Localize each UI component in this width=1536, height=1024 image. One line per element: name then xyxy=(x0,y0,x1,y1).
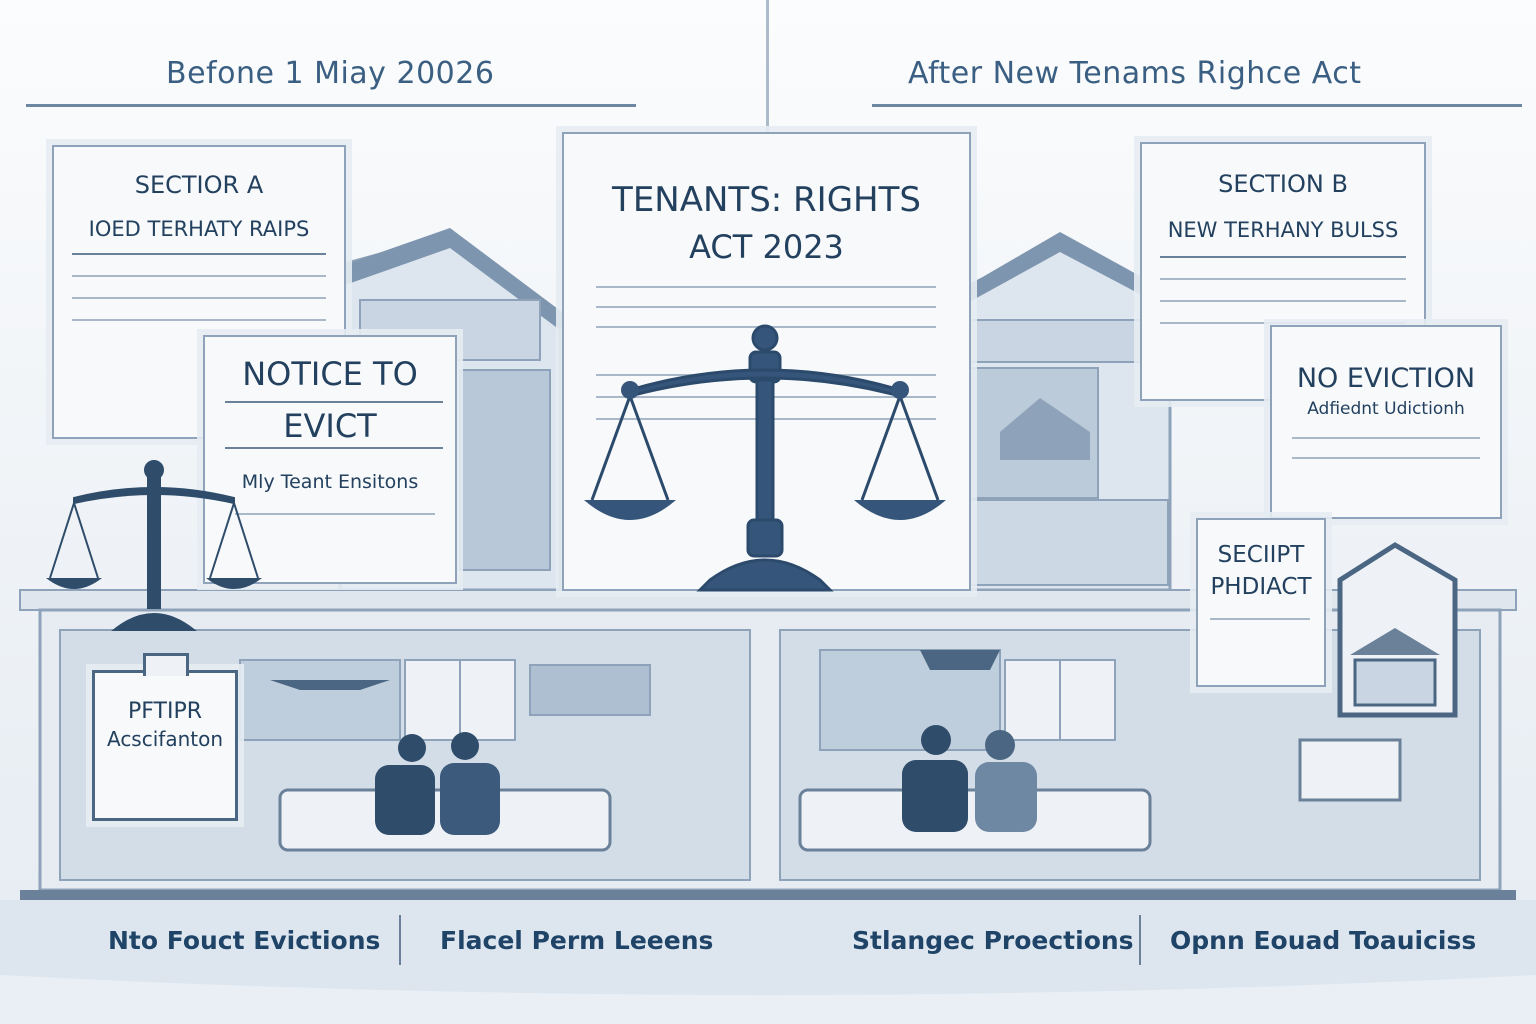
right-house xyxy=(950,232,1180,592)
pftipr-clipboard: PFTIPR Acscifanton xyxy=(92,653,238,821)
notice-to-evict-panel: NOTICE TO EVICT Mly Teant Ensitons xyxy=(203,335,457,584)
secipt-line xyxy=(1210,618,1310,620)
section-b-subtitle: NEW TERHANY BULSS xyxy=(1167,218,1399,242)
notice-rule xyxy=(225,401,443,403)
section-a-line xyxy=(72,253,326,255)
no-eviction-subtitle: Adfiednt Udictionh xyxy=(1307,399,1465,419)
act-line xyxy=(596,286,936,288)
no-eviction-title: NO EVICTION xyxy=(1296,363,1476,394)
section-b-line xyxy=(1160,278,1406,280)
small-scales-icon xyxy=(46,460,262,631)
secipt-panel: SECIIPT PHDIACT xyxy=(1196,518,1326,687)
section-a-title: SECTIOR A xyxy=(134,171,264,199)
section-b-line xyxy=(1160,322,1406,324)
pftipr-line2: Acscifanton xyxy=(106,727,224,751)
secipt-line2: PHDIACT xyxy=(1210,574,1312,600)
no-eviction-line xyxy=(1292,457,1480,459)
section-a-line xyxy=(72,297,326,299)
section-b-line xyxy=(1160,256,1406,258)
section-a-line xyxy=(72,319,326,321)
notice-title-line1: NOTICE TO xyxy=(242,355,418,393)
before-heading: Befone 1 Miay 20026 xyxy=(166,56,495,91)
act-line xyxy=(596,306,936,308)
notice-caption: Mly Teant Ensitons xyxy=(241,471,419,493)
after-heading: After New Tenams Righce Act xyxy=(908,56,1362,91)
section-a-subtitle: IOED TERHATY RAIPS xyxy=(88,217,310,241)
act-title-line1: TENANTS: RIGHTS xyxy=(612,180,921,220)
section-a-line xyxy=(72,275,326,277)
clipboard-clip xyxy=(143,653,189,676)
after-heading-rule xyxy=(872,104,1522,107)
bottom-label-3: Stlangec Proections xyxy=(852,926,1134,955)
notice-rule xyxy=(225,447,443,449)
secipt-line1: SECIIPT xyxy=(1217,542,1305,568)
section-b-title: SECTION B xyxy=(1218,170,1348,198)
no-eviction-line xyxy=(1292,437,1480,439)
bottom-label-2: Flacel Perm Leeens xyxy=(440,926,714,955)
notice-line xyxy=(235,513,435,515)
no-eviction-panel: NO EVICTION Adfiednt Udictionh xyxy=(1270,325,1502,519)
act-title-line2: ACT 2023 xyxy=(689,228,844,266)
notice-title-line2: EVICT xyxy=(283,407,377,445)
before-heading-rule xyxy=(26,104,636,107)
pftipr-line1: PFTIPR xyxy=(127,699,202,724)
scales-of-justice-icon xyxy=(584,324,946,592)
bottom-label-1: Nto Fouct Evictions xyxy=(108,926,381,955)
bottom-label-4: Opnn Eouad Toauiciss xyxy=(1170,926,1477,955)
section-b-line xyxy=(1160,300,1406,302)
